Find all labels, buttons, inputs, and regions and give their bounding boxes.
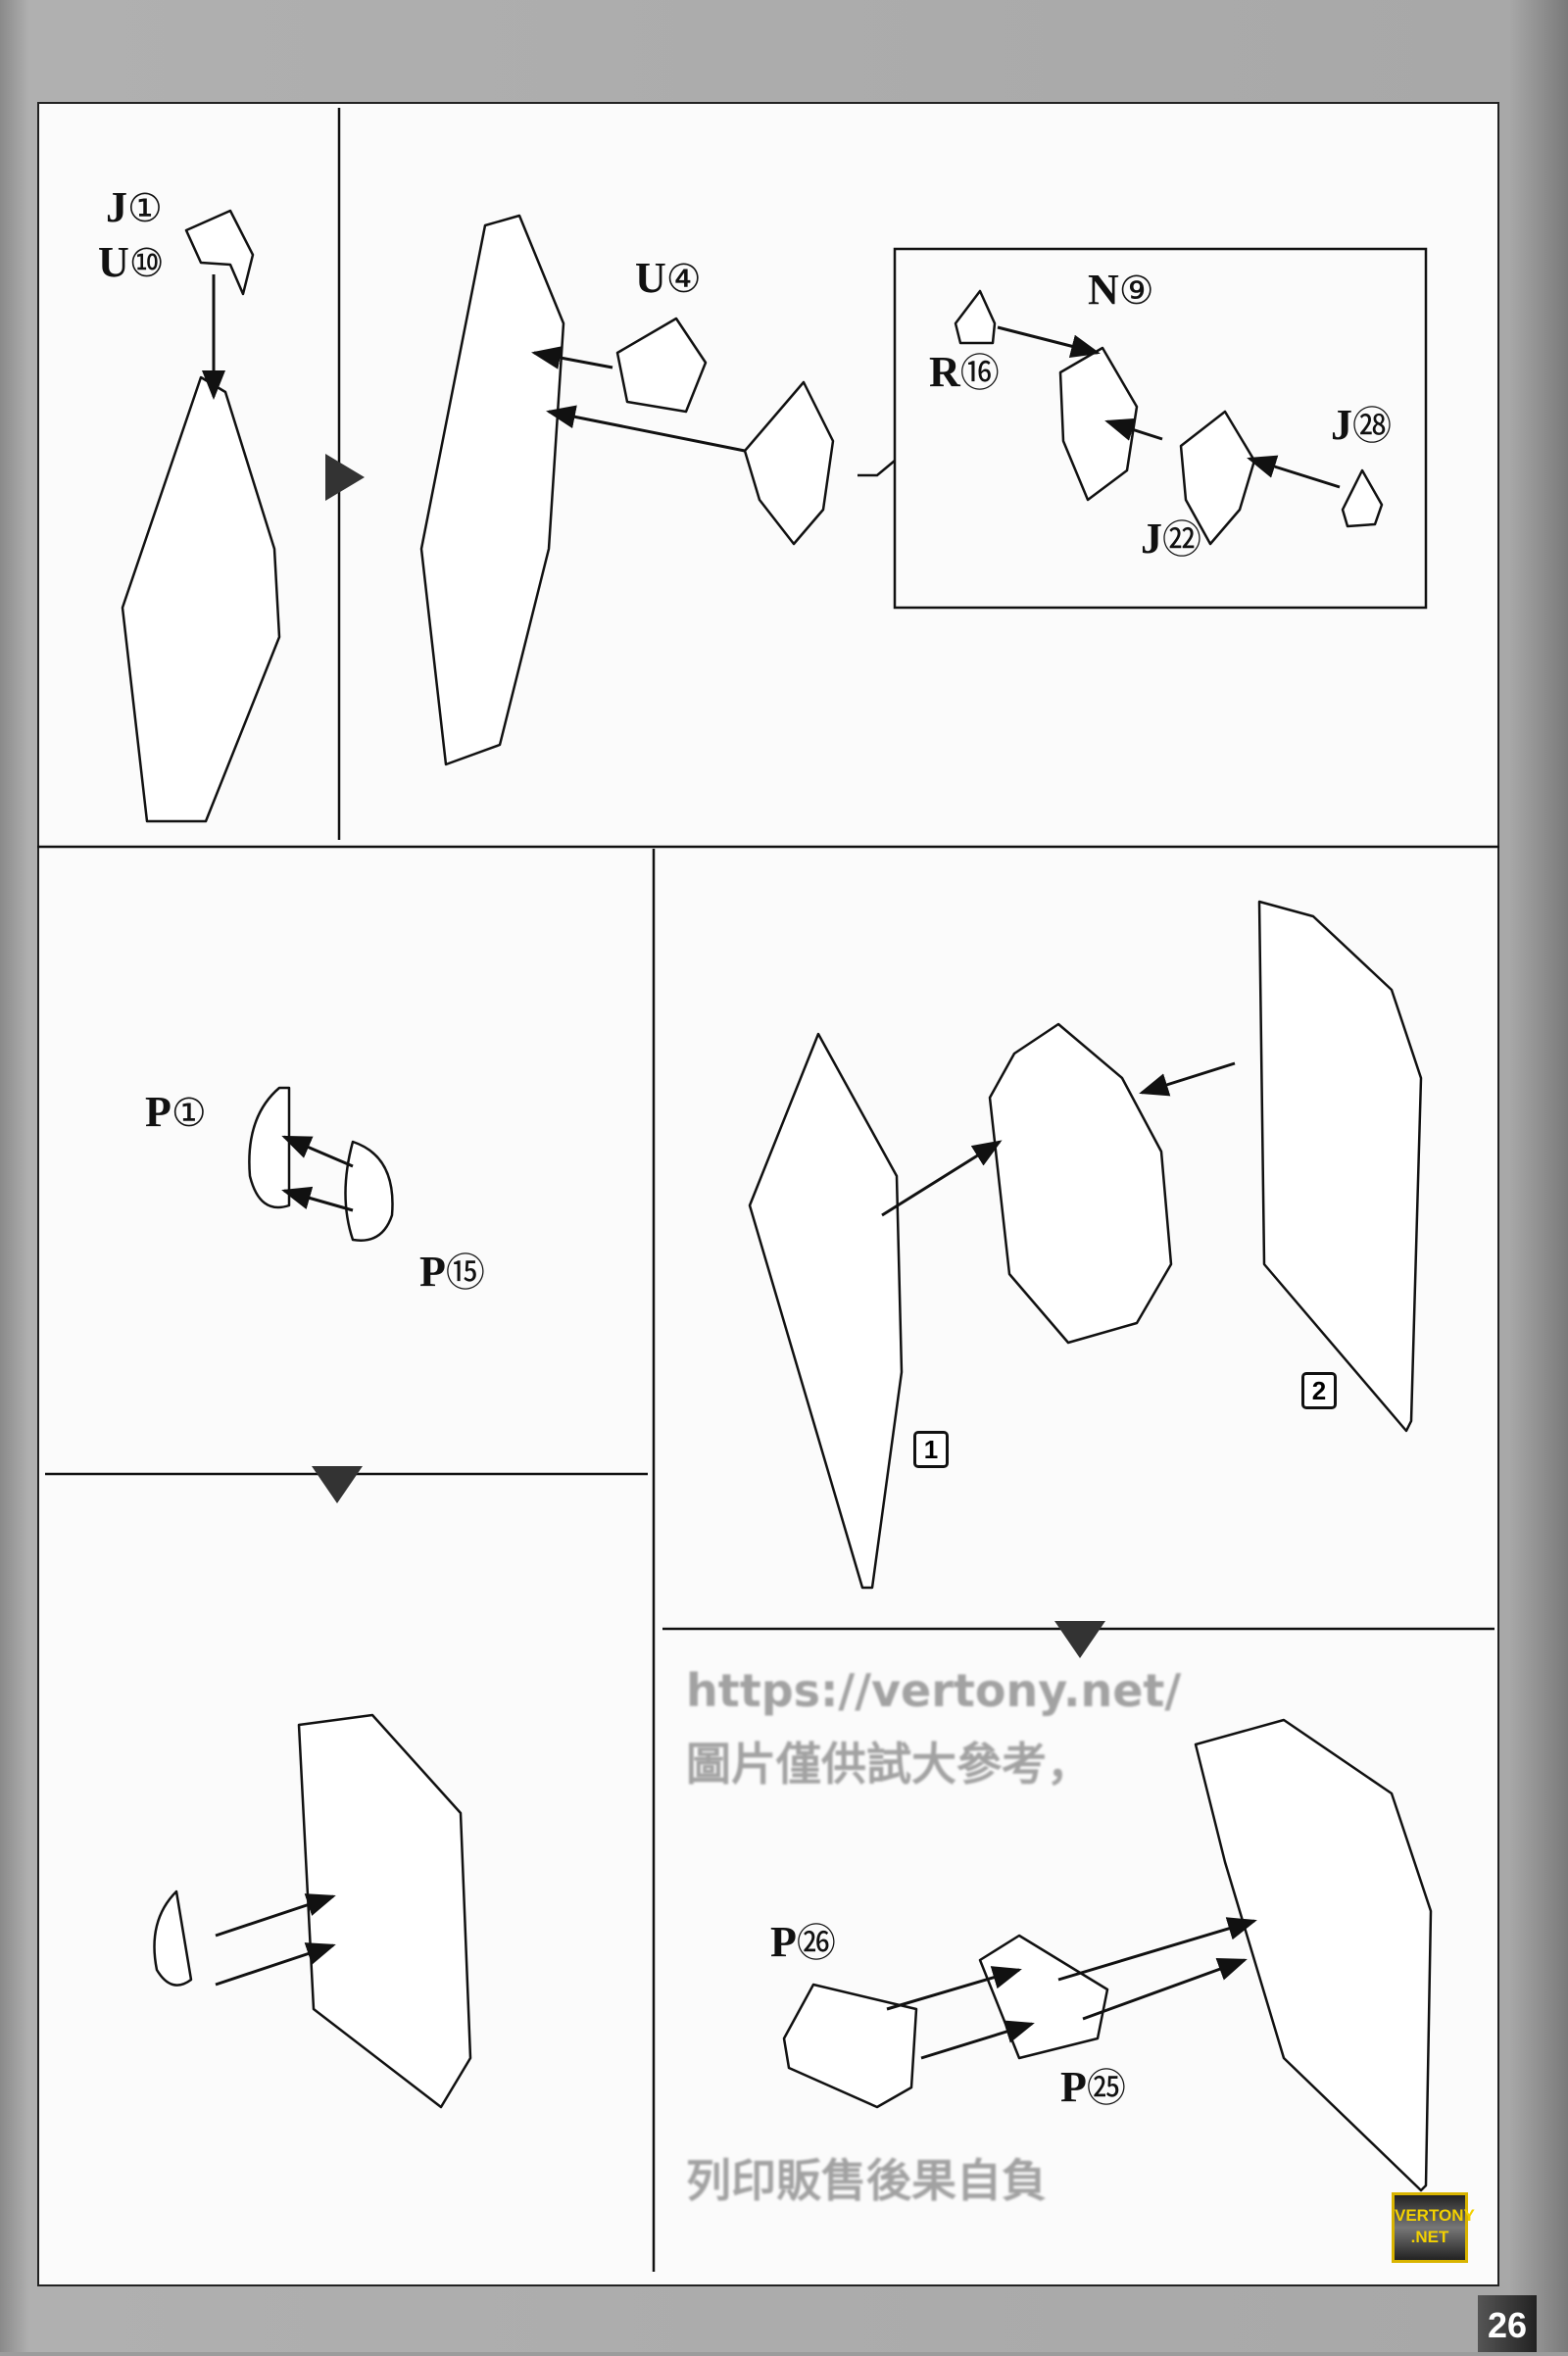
assembly-arrow — [997, 325, 1101, 358]
part-label-j28: J㉘ — [1331, 401, 1392, 449]
part-label-p25: P㉕ — [1060, 2063, 1126, 2111]
page-number: 26 — [1478, 2295, 1537, 2352]
assembly-arrow — [1139, 1061, 1236, 1097]
part-label-p26: P㉖ — [770, 1918, 836, 1966]
part-j1-u10 — [184, 209, 255, 296]
part-label-j1: J① — [106, 183, 163, 231]
part-j28 — [1341, 468, 1384, 528]
assembly-arrows — [202, 274, 1341, 2060]
next-step-arrow — [325, 454, 365, 501]
assembly-arrow — [886, 1966, 1022, 2011]
assembly-arrow — [920, 2020, 1035, 2060]
assembly-arrow — [1104, 417, 1163, 441]
assembly-arrow — [881, 1140, 1003, 1217]
shield-panel — [121, 375, 281, 823]
assembly-arrow — [281, 1186, 354, 1212]
step-number-2: 2 — [1301, 1372, 1337, 1409]
assembly-arrow — [1057, 1917, 1257, 1982]
part-label-u10: U⑩ — [98, 238, 165, 286]
shield-panel — [419, 214, 565, 766]
assembly-arrow — [531, 346, 613, 369]
watermark-line2: 列印販售後果自負 — [686, 2154, 1047, 2207]
logo-line1: VERTONY — [1395, 2206, 1475, 2225]
assembly-arrow — [215, 1942, 336, 1987]
clip-part — [743, 380, 835, 546]
assembly-arrow — [1082, 1957, 1248, 2021]
part-label-j22: J㉒ — [1141, 515, 1201, 563]
detail-inset-box — [893, 247, 1428, 610]
shield-panel — [297, 1713, 472, 2109]
shield-panel-1 — [748, 1032, 904, 1590]
part-p1 — [248, 1086, 291, 1209]
step-number-1: 1 — [913, 1431, 949, 1468]
logo-line2: .NET — [1410, 2228, 1449, 2246]
part-r16 — [954, 289, 997, 345]
assembly-arrow — [215, 1893, 336, 1938]
assembly-arrow — [546, 405, 746, 453]
part-p26 — [782, 1983, 918, 2109]
down-step-arrow — [312, 1466, 363, 1503]
assembly-arrow — [1247, 455, 1341, 489]
joint-part — [988, 1022, 1173, 1345]
part-p1-p15-assembly — [153, 1890, 193, 1987]
part-label-p1: P① — [145, 1088, 207, 1136]
part-label-p15: P⑮ — [419, 1248, 485, 1296]
part-p25 — [978, 1934, 1109, 2060]
part-label-r16: R⑯ — [929, 348, 1000, 396]
assembly-arrow — [281, 1135, 354, 1168]
part-j22 — [1179, 410, 1256, 546]
part-n9 — [1058, 346, 1139, 502]
part-label-n9: N⑨ — [1088, 266, 1154, 314]
shield-assembly — [1194, 1718, 1433, 2192]
part-u4 — [615, 317, 708, 414]
inset-pointer — [858, 460, 896, 477]
vertony-logo: VERTONY .NET — [1392, 2192, 1475, 2263]
shield-panel-2 — [1257, 900, 1423, 1433]
watermark-line1: 圖片僅供試大參考， — [686, 1738, 1092, 1791]
down-step-arrow — [1054, 1621, 1105, 1658]
part-p15 — [344, 1140, 394, 1242]
part-label-u4: U④ — [635, 254, 702, 302]
watermark-url: https://vertony.net/ — [686, 1664, 1182, 1717]
